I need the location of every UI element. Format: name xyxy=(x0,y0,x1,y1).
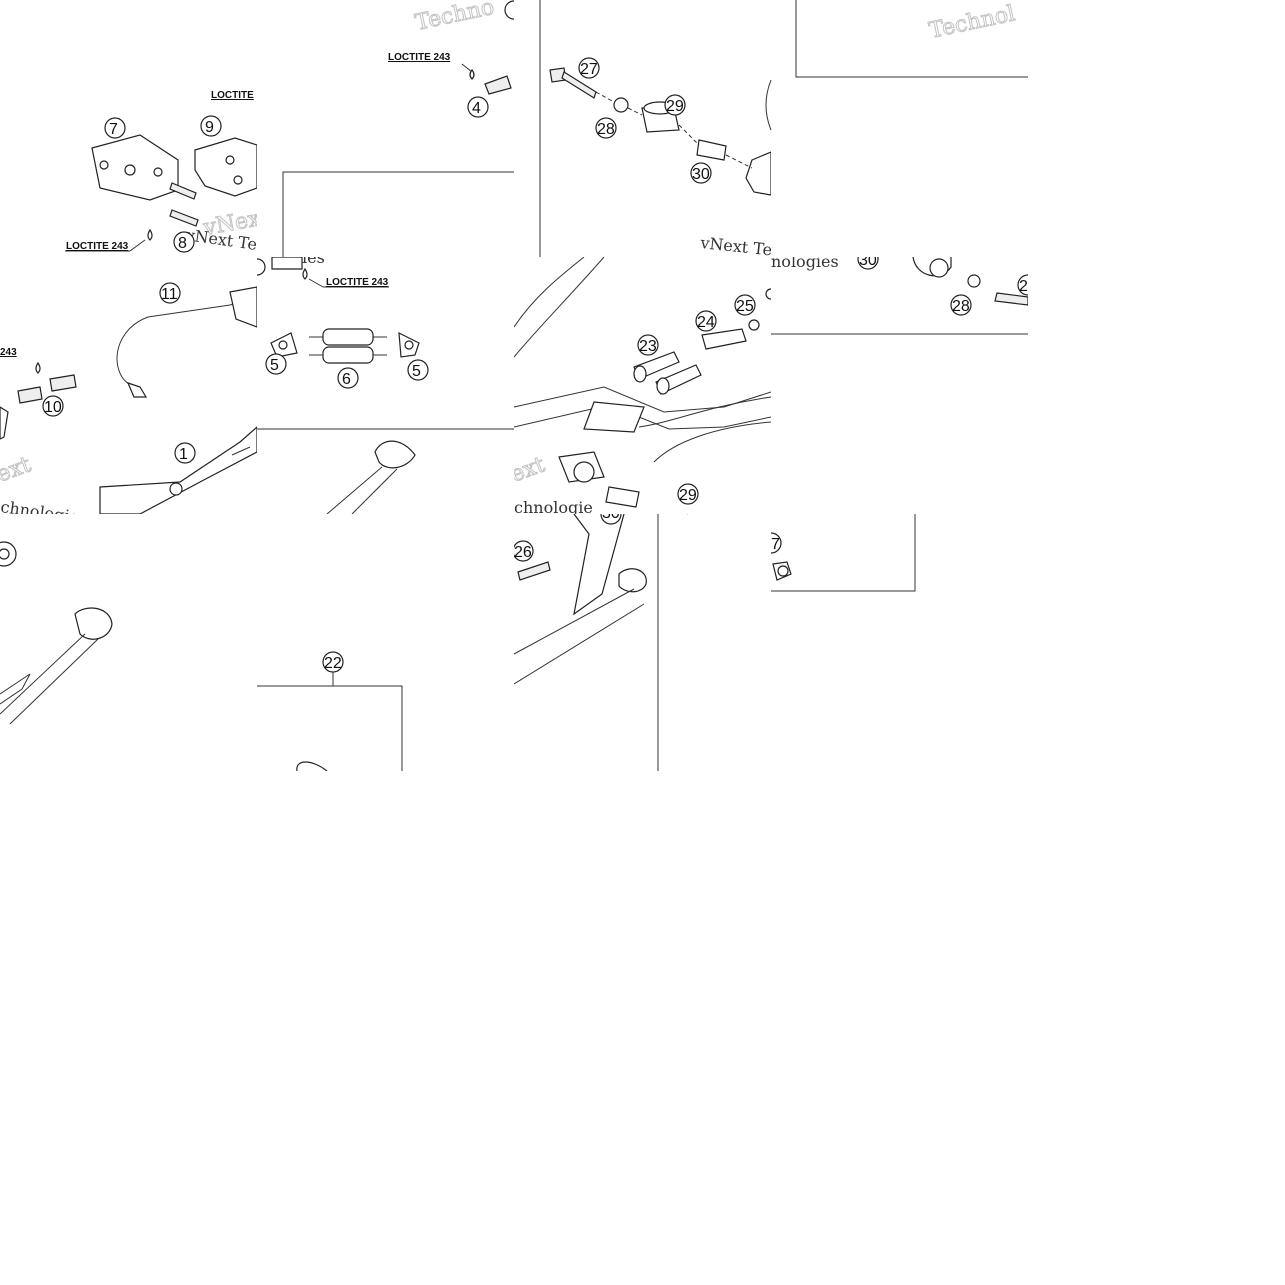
callout-4: 4 xyxy=(472,100,481,117)
callout-27b-icon xyxy=(1017,274,1028,296)
bolt-8 xyxy=(169,182,199,227)
tile-pivot-right: nologies 30 28 27 xyxy=(771,257,1028,514)
bracket-9 xyxy=(194,137,257,197)
callout-9: 9 xyxy=(205,119,214,136)
callout-30c-icon xyxy=(600,514,622,525)
callout-29b-icon xyxy=(677,483,699,505)
callout-10: 10 xyxy=(44,399,62,416)
bolt-27 xyxy=(549,67,597,99)
callout-27c: 7 xyxy=(771,536,780,553)
callout-30-icon xyxy=(690,162,712,184)
callout-5-left-icon xyxy=(265,353,287,375)
callout-30: 30 xyxy=(692,166,710,183)
callout-28b-icon xyxy=(950,294,972,316)
loctite-note: LOCTITE 243 xyxy=(326,277,389,288)
tile-pivot-parts: 27 28 29 30 vNext Tec xyxy=(514,0,771,257)
callout-24-icon xyxy=(695,310,717,332)
callout-10-icon xyxy=(42,395,64,417)
callout-27-icon xyxy=(578,57,600,79)
callout-8: 8 xyxy=(178,235,187,252)
watermark: Technol xyxy=(927,1,1017,44)
callout-6: 6 xyxy=(342,371,351,388)
callout-28-icon xyxy=(595,117,617,139)
callout-6-icon xyxy=(337,367,359,389)
callout-28: 28 xyxy=(597,121,615,138)
callout-29-icon xyxy=(664,94,686,116)
tile-cable-stand: 11 243 10 1 ext chnologies xyxy=(0,257,257,514)
watermark: ext xyxy=(0,452,34,487)
callout-22: 22 xyxy=(324,655,342,672)
washer-25 xyxy=(748,319,760,331)
callout-5-right-icon xyxy=(407,359,429,381)
callout-11: 11 xyxy=(161,286,178,303)
callout-9-icon xyxy=(200,115,222,137)
callout-23-icon xyxy=(637,334,659,356)
tile-frame-corner: Technol xyxy=(771,0,1028,257)
tile-stand-foot: 26 30 xyxy=(514,514,771,771)
callout-4-icon xyxy=(467,96,489,118)
callout-29: 29 xyxy=(666,98,684,115)
tile-bolt-27: 7 xyxy=(771,514,1028,771)
spring-23 xyxy=(633,351,702,395)
watermark: vNext Tec xyxy=(699,233,771,257)
callout-5-left: 5 xyxy=(270,357,279,374)
tile-screw-4: Techno LOCTITE 243 4 xyxy=(257,0,514,257)
tile-rubber-mounts: logies LOCTITE 243 5 6 5 xyxy=(257,257,514,514)
callout-25-icon xyxy=(734,294,756,316)
callout-8-icon xyxy=(173,231,195,253)
callout-1-icon xyxy=(174,442,196,464)
callout-29b: 29 xyxy=(679,487,697,504)
callout-23: 23 xyxy=(639,338,657,355)
watermark: Techno xyxy=(413,0,496,36)
loctite-note: LOCTITE 243 xyxy=(66,241,129,252)
watermark: chnologie xyxy=(514,498,593,514)
watermark: nologies xyxy=(771,257,839,271)
callout-11-icon xyxy=(159,282,181,304)
stand-1 xyxy=(99,426,257,514)
bracket-7 xyxy=(91,134,179,201)
callout-27c-icon xyxy=(771,532,782,554)
loctite-note: LOCTITE 243 xyxy=(388,52,451,63)
tile-stand-22: 22 xyxy=(257,514,514,771)
bracket-24 xyxy=(701,328,747,350)
watermark: chnologies xyxy=(0,497,88,514)
callout-7-icon xyxy=(104,117,126,139)
tile-mount-brackets: vNext Tec vNext Tec LOCTITE LOCTITE 243 … xyxy=(0,0,257,257)
callout-30c: 30 xyxy=(602,514,620,522)
callout-24: 24 xyxy=(697,314,715,331)
watermark: ext xyxy=(514,452,548,487)
callout-28b: 28 xyxy=(952,298,970,315)
callout-25: 25 xyxy=(736,298,754,315)
loctite-note: 243 xyxy=(0,347,17,358)
tile-main-stand: 23 24 25 29 ext chnologie xyxy=(514,257,771,514)
callout-27b: 27 xyxy=(1019,278,1028,295)
mount-6 xyxy=(309,328,387,364)
callout-1: 1 xyxy=(179,446,188,463)
callout-26: 26 xyxy=(514,544,532,561)
callout-27: 27 xyxy=(580,61,598,78)
callout-30b: 30 xyxy=(859,257,877,269)
callout-30b-icon xyxy=(857,257,879,270)
loctite-note: LOCTITE xyxy=(211,90,254,101)
callout-26-icon xyxy=(514,540,534,562)
callout-7: 7 xyxy=(109,121,118,138)
callout-5-right: 5 xyxy=(412,363,421,380)
tile-stand-leg xyxy=(0,514,257,771)
